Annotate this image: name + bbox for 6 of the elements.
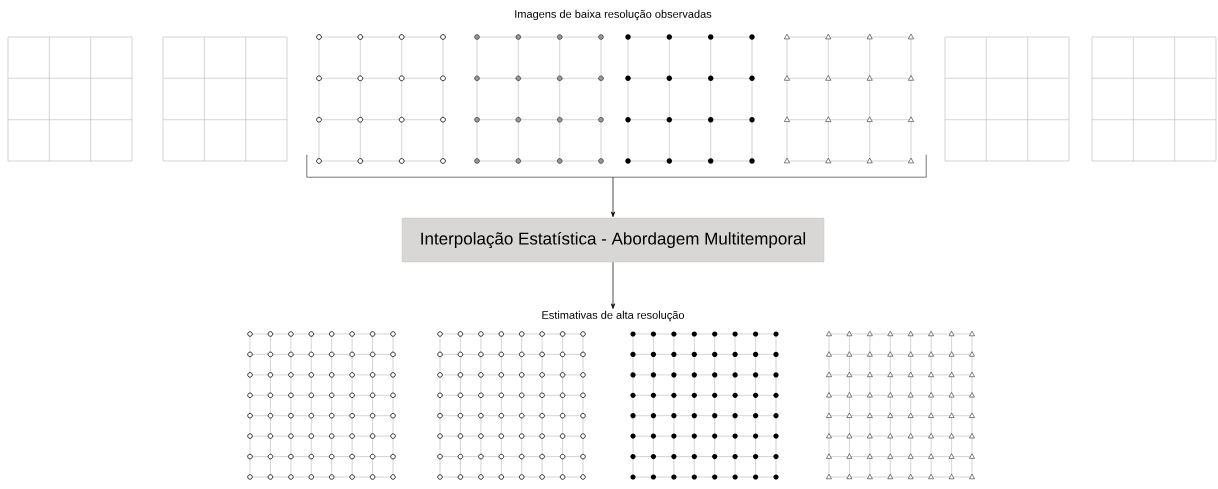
heading: Estimativas de alta resolução bbox=[542, 310, 685, 322]
process-box: Interpolação Estatística - Abordagem Multitemporal bbox=[401, 217, 825, 263]
arrow bbox=[610, 176, 616, 218]
heading: Imagens de baixa resolução observadas bbox=[515, 9, 712, 21]
bracket bbox=[306, 154, 927, 178]
arrow bbox=[610, 261, 616, 309]
